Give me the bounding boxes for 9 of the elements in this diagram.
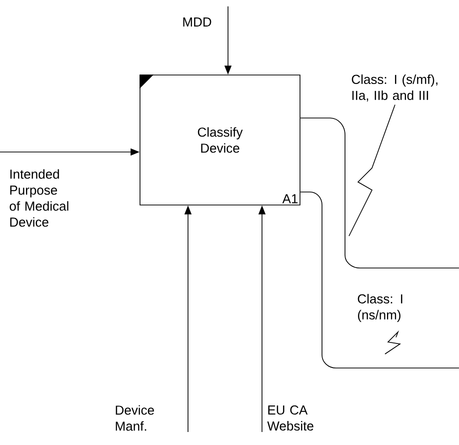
node-number: A1 bbox=[282, 194, 298, 204]
label-text: Class: I (ns/nm) bbox=[358, 294, 402, 322]
label-text: EU CA Website bbox=[267, 405, 314, 431]
label-text: Intended Purpose of Medical Device bbox=[10, 169, 68, 227]
leader-line bbox=[384, 330, 402, 354]
leader-line bbox=[348, 104, 396, 236]
label-text: MDD bbox=[183, 18, 212, 26]
label-text: Device Manf. bbox=[116, 405, 154, 431]
label-text: Class: I (s/mf), IIa, IIb and III bbox=[352, 74, 438, 102]
